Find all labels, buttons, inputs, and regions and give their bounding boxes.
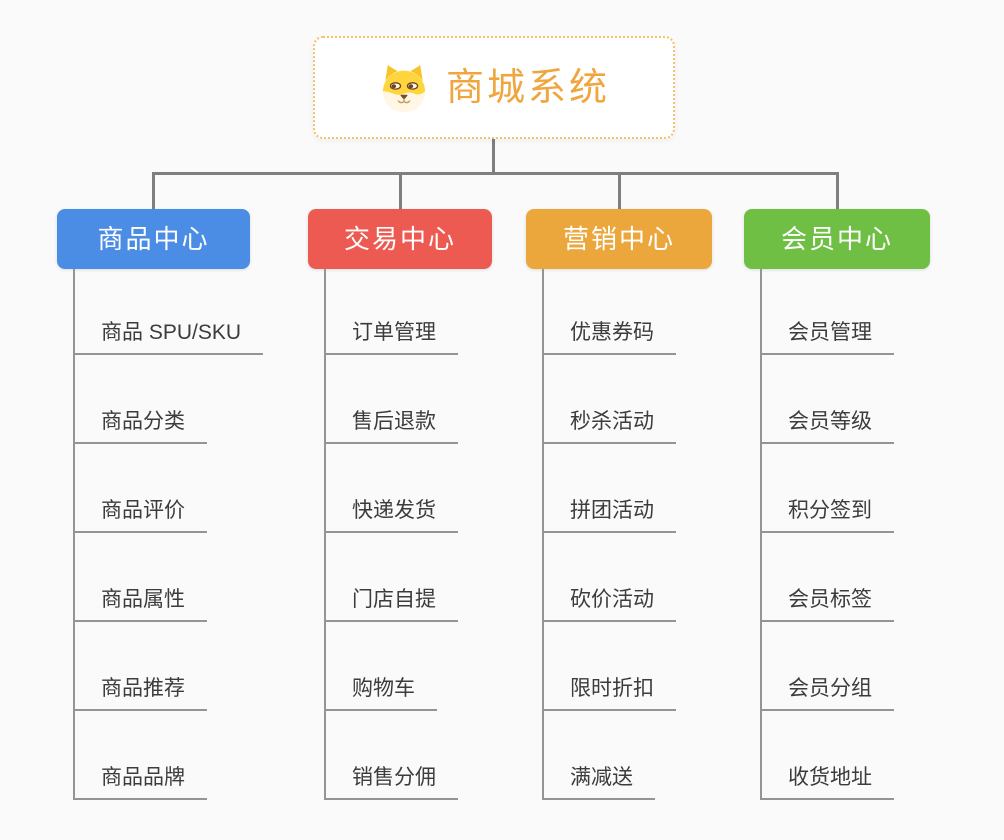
branch-item[interactable]: 商品品牌	[75, 711, 207, 800]
shiba-dog-icon	[382, 64, 426, 112]
connector-branch-drop	[836, 174, 839, 210]
branch: 营销中心 优惠券码秒杀活动拼团活动砍价活动限时折扣满减送	[526, 209, 712, 800]
branch-item[interactable]: 销售分佣	[326, 711, 458, 800]
connector-branch-drop	[399, 174, 402, 210]
branch-item[interactable]: 会员标签	[762, 533, 894, 622]
connector-root-drop	[492, 138, 495, 174]
branch-item[interactable]: 订单管理	[326, 269, 458, 355]
branch-item[interactable]: 门店自提	[326, 533, 458, 622]
branch-header[interactable]: 会员中心	[744, 209, 930, 269]
branch-item[interactable]: 会员等级	[762, 355, 894, 444]
root-title: 商城系统	[445, 66, 610, 109]
branch-item[interactable]: 快递发货	[326, 444, 458, 533]
branch-item[interactable]: 优惠券码	[544, 269, 676, 355]
connector-horizontal-bar	[152, 172, 839, 175]
branch-item[interactable]: 商品推荐	[75, 622, 207, 711]
branch-label: 营销中心	[562, 224, 675, 254]
branch-item[interactable]: 商品 SPU/SKU	[75, 269, 264, 355]
branch-item[interactable]: 购物车	[326, 622, 437, 711]
branch-item[interactable]: 秒杀活动	[544, 355, 676, 444]
connector-branch-drop	[618, 174, 621, 210]
branch-item[interactable]: 满减送	[544, 711, 655, 800]
connector-branch-drop	[152, 174, 155, 210]
branch-label: 会员中心	[780, 224, 893, 254]
branch-label: 交易中心	[343, 224, 456, 254]
branch-header[interactable]: 营销中心	[526, 209, 712, 269]
root-node[interactable]: 商城系统	[313, 36, 675, 139]
branch-item[interactable]: 会员管理	[762, 269, 894, 355]
branch-item[interactable]: 商品评价	[75, 444, 207, 533]
branch-header[interactable]: 商品中心	[57, 209, 250, 269]
branch-items: 优惠券码秒杀活动拼团活动砍价活动限时折扣满减送	[542, 269, 676, 800]
branch-header[interactable]: 交易中心	[308, 209, 492, 269]
branch-item[interactable]: 商品分类	[75, 355, 207, 444]
branch: 会员中心 会员管理会员等级积分签到会员标签会员分组收货地址	[744, 209, 930, 800]
branch-items: 订单管理售后退款快递发货门店自提购物车销售分佣	[324, 269, 458, 800]
branch-item[interactable]: 售后退款	[326, 355, 458, 444]
branch-item[interactable]: 会员分组	[762, 622, 894, 711]
branch-item[interactable]: 收货地址	[762, 711, 894, 800]
branch: 交易中心 订单管理售后退款快递发货门店自提购物车销售分佣	[308, 209, 492, 800]
branch-item[interactable]: 限时折扣	[544, 622, 676, 711]
branch-label: 商品中心	[97, 224, 210, 254]
branch-item[interactable]: 积分签到	[762, 444, 894, 533]
branch-item[interactable]: 商品属性	[75, 533, 207, 622]
branch-item[interactable]: 拼团活动	[544, 444, 676, 533]
branch-item[interactable]: 砍价活动	[544, 533, 676, 622]
branch-items: 会员管理会员等级积分签到会员标签会员分组收货地址	[760, 269, 894, 800]
